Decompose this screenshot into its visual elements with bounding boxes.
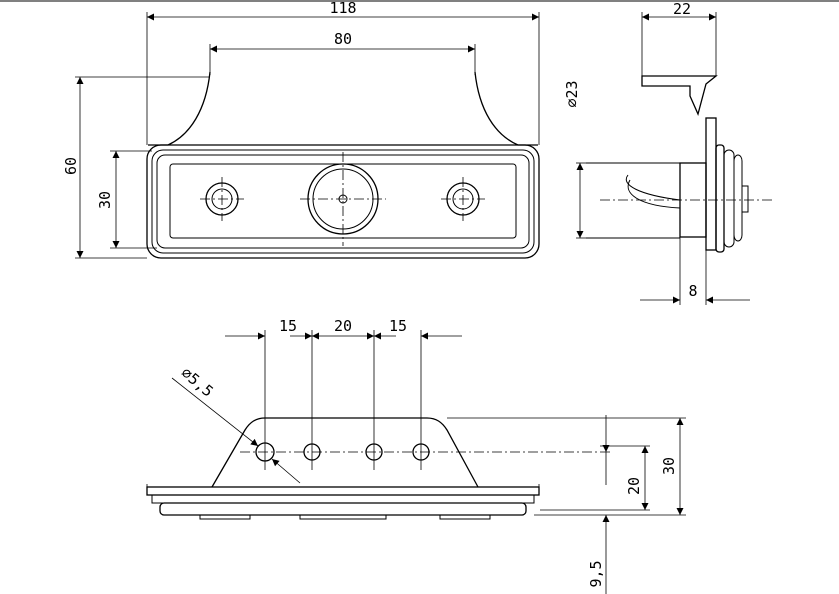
dim-d23-label: ⌀23	[563, 80, 581, 107]
bottom-base-2	[151, 494, 535, 504]
bottom-bracket	[211, 417, 479, 488]
bottom-base-3	[159, 502, 527, 516]
front-body-rim-1	[151, 149, 535, 254]
bottom-pad-right	[439, 514, 491, 520]
side-lens-ring-3	[733, 154, 743, 242]
dim-30b-label: 30	[660, 457, 678, 475]
dim-95-label: 9,5	[587, 560, 605, 587]
bottom-view: 15 20 15 ⌀5,5 30 20 9,5	[146, 317, 686, 594]
dim-15-left-label: 15	[279, 317, 297, 335]
side-cable	[586, 162, 681, 239]
side-view: 22 ⌀23 8	[563, 0, 775, 305]
dim-60-label: 60	[62, 157, 80, 175]
dim-22-label: 22	[673, 0, 691, 18]
dim-80-label: 80	[334, 30, 352, 48]
dim-118-label: 118	[329, 0, 356, 17]
dim-d55-label: ⌀5,5	[178, 364, 217, 401]
front-view: 118 80 60 30	[62, 0, 540, 259]
dim-d55-leader-2	[271, 458, 301, 484]
dim-30-label: 30	[96, 191, 114, 209]
dim-8-label: 8	[688, 282, 697, 300]
side-lens-cap	[741, 185, 749, 213]
dim-15-right-label: 15	[389, 317, 407, 335]
side-lens-ring-1	[715, 144, 725, 253]
bottom-pad-left	[199, 514, 251, 520]
bottom-pad-center	[299, 514, 387, 520]
side-lens-ring-2	[723, 149, 735, 248]
dim-20b-label: 20	[625, 477, 643, 495]
dim-20-label: 20	[334, 317, 352, 335]
bottom-base-1	[146, 486, 540, 496]
side-flange	[705, 117, 717, 251]
side-bracket-ext	[705, 75, 717, 85]
front-bracket-outline	[148, 71, 538, 146]
dim-d55-leader	[171, 377, 259, 447]
front-body-outer	[146, 144, 540, 259]
side-bracket	[641, 75, 718, 116]
